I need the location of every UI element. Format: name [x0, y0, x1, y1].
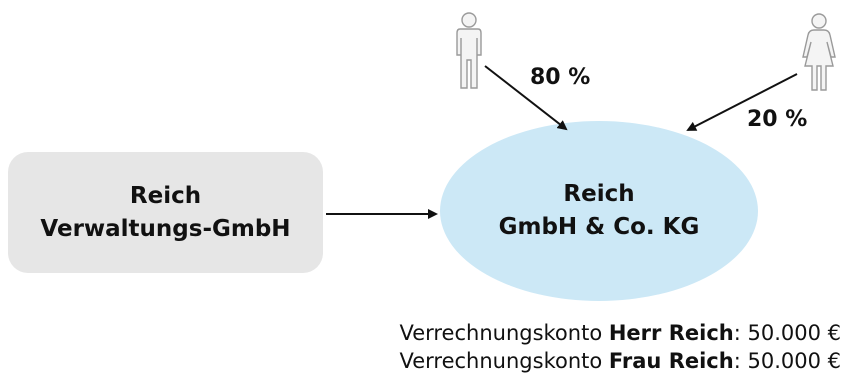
man-share-label: 80 %	[530, 65, 591, 90]
kg-name-line1: Reich	[563, 181, 635, 207]
kg-entity-ellipse: Reich GmbH & Co. KG	[440, 121, 758, 301]
woman-share-label: 20 %	[747, 107, 808, 132]
account-amount: : 50.000 €	[733, 349, 841, 373]
account-prefix: Verrechnungskonto	[399, 321, 609, 345]
woman-icon	[802, 13, 836, 91]
account-amount: : 50.000 €	[733, 321, 841, 345]
account-holder-herr: Herr Reich	[608, 321, 734, 345]
kg-name-line2: GmbH & Co. KG	[498, 214, 700, 240]
account-prefix: Verrechnungskonto	[399, 349, 609, 373]
man-icon	[456, 12, 482, 89]
account-holder-frau: Frau Reich	[608, 349, 734, 373]
gmbh-entity-box: Reich Verwaltungs-GmbH	[8, 152, 323, 273]
man-to-kg-arrow	[484, 65, 568, 131]
gmbh-name-line1: Reich	[129, 182, 202, 209]
clearing-accounts: Verrechnungskonto Herr Reich: 50.000 € V…	[399, 319, 841, 375]
account-line-herr: Verrechnungskonto Herr Reich: 50.000 €	[399, 319, 841, 347]
account-line-frau: Verrechnungskonto Frau Reich: 50.000 €	[399, 347, 842, 375]
gmbh-name-line2: Verwaltungs-GmbH	[40, 215, 291, 242]
woman-to-kg-arrow	[686, 73, 798, 131]
